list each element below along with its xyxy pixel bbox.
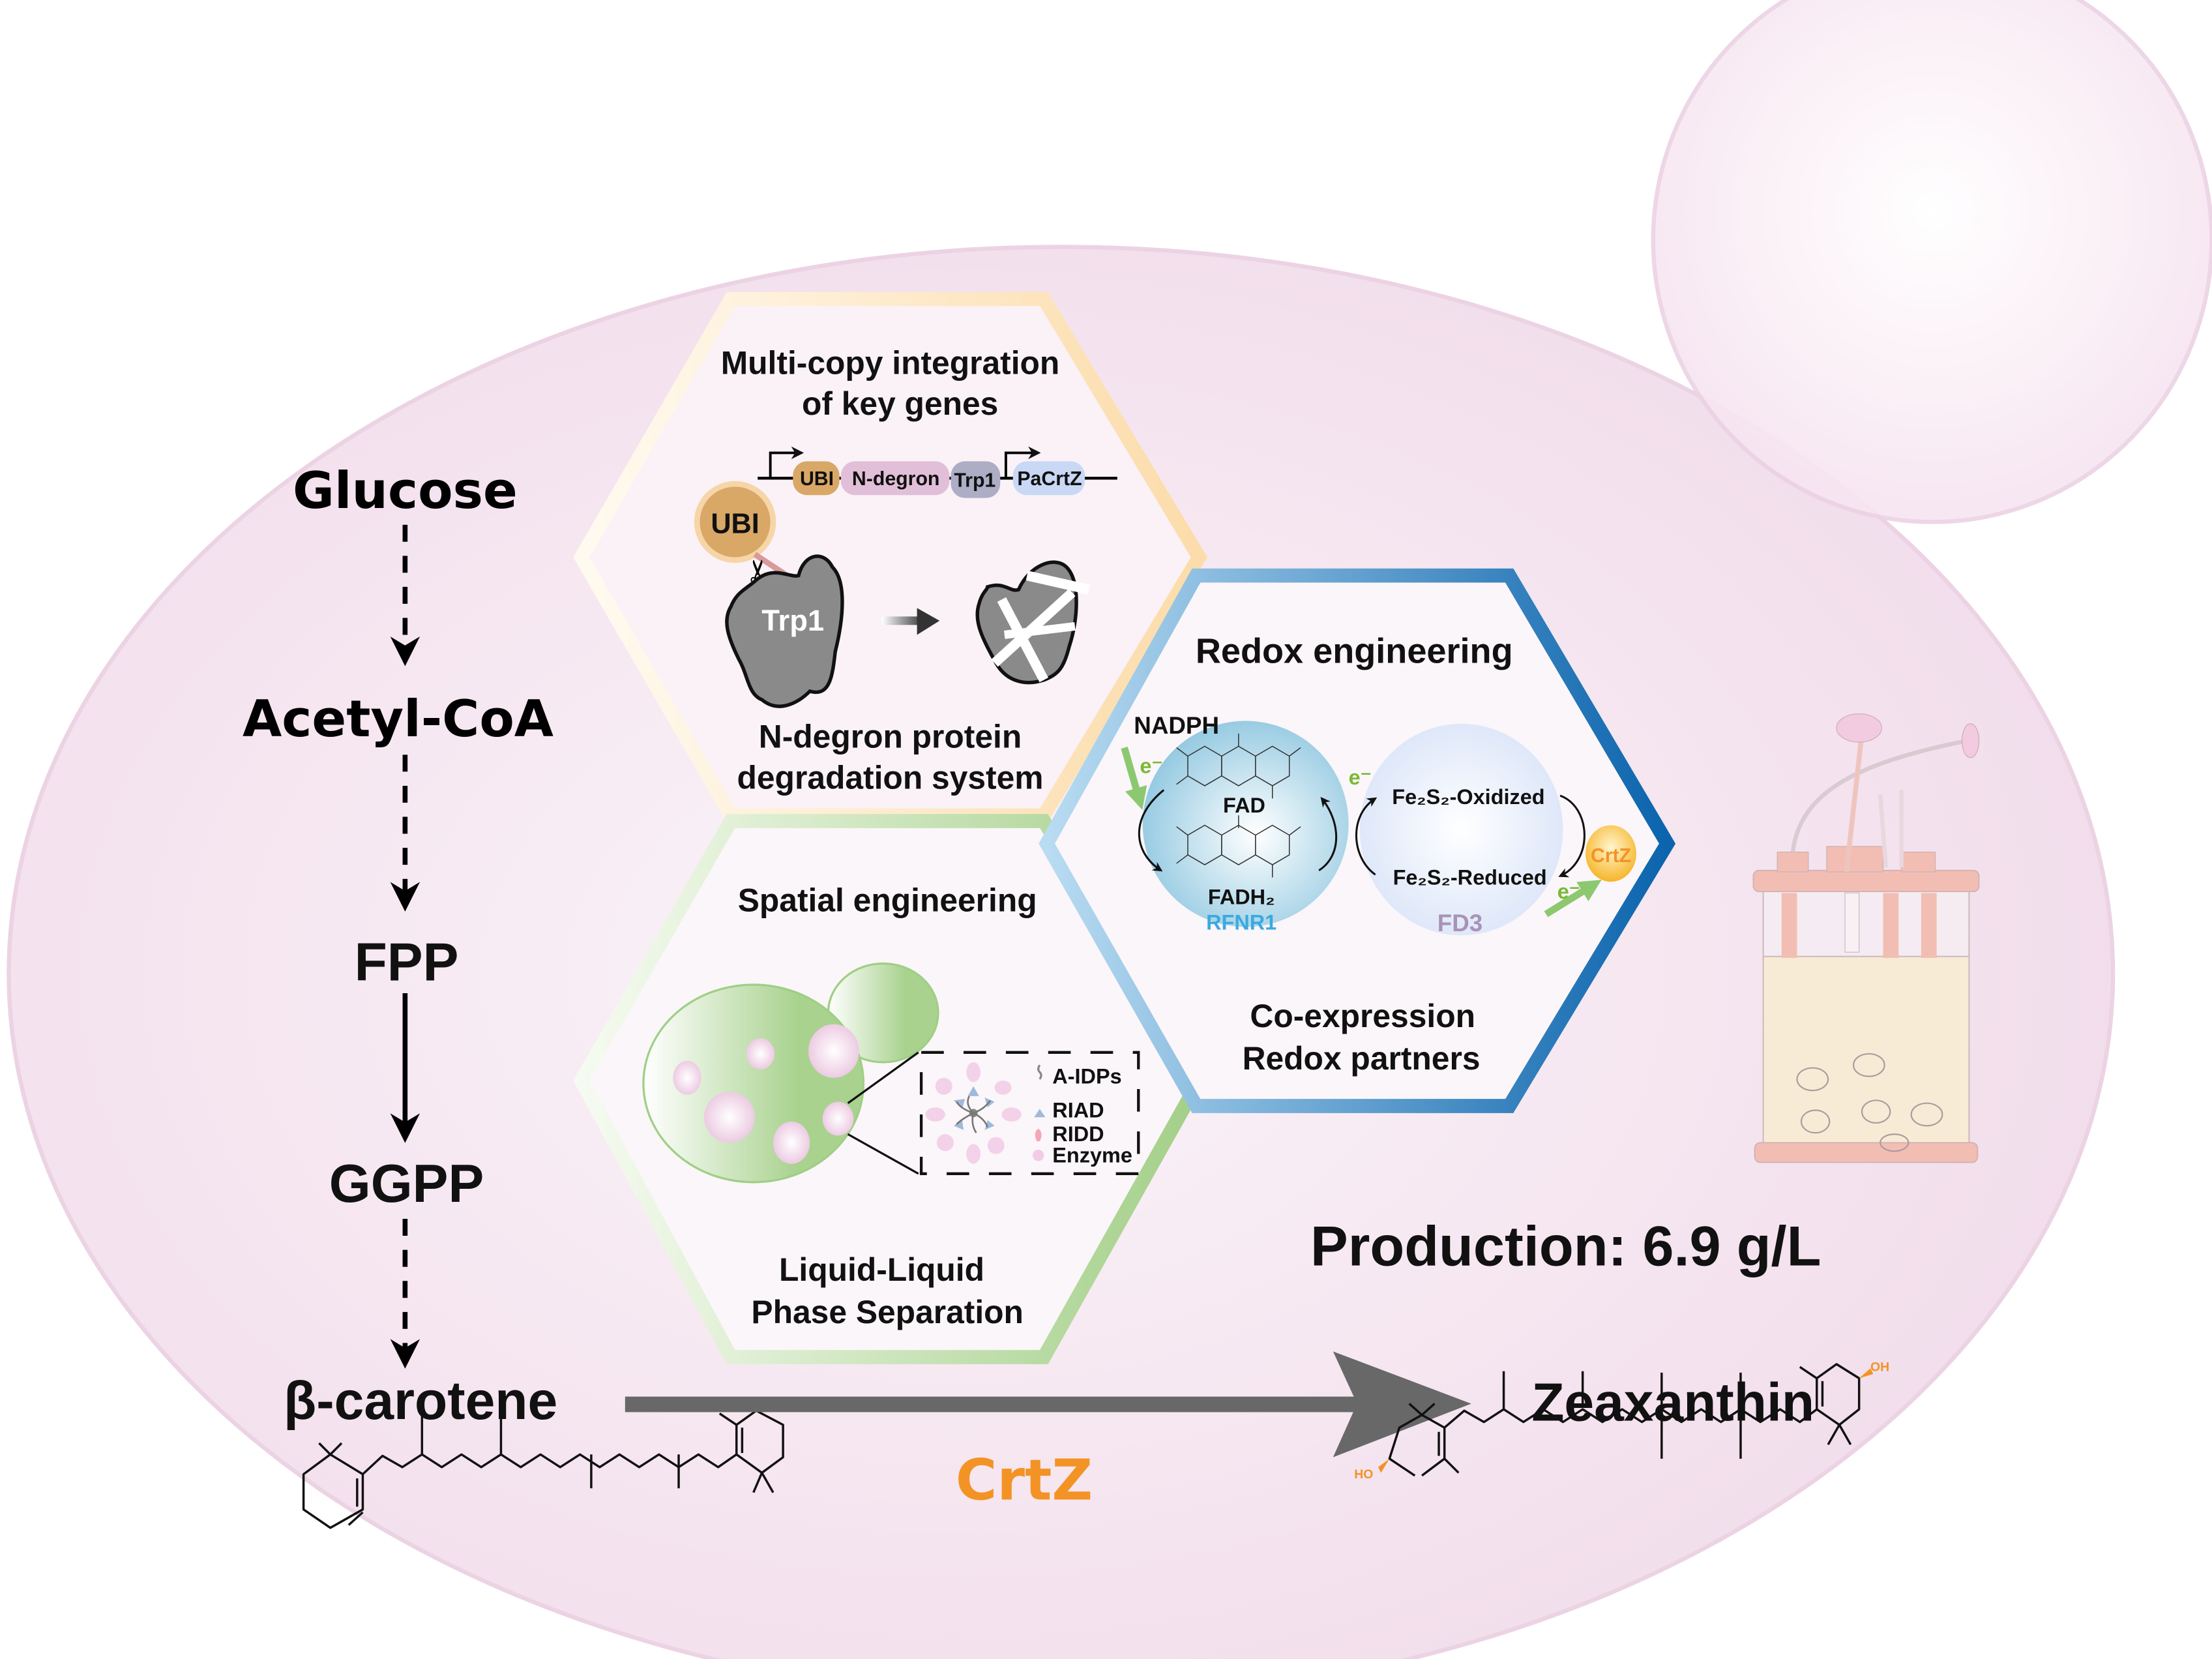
legend-a-idps: A-IDPs: [1052, 1064, 1121, 1088]
construct-part-trp1-label: Trp1: [954, 470, 995, 491]
condensate-droplet: [673, 1060, 701, 1095]
condensate-droplet: [703, 1092, 755, 1143]
module-multicopy: Multi-copy integration of key genes UBI …: [694, 344, 1117, 796]
llps-legend: A-IDPs RIAD RIDD Enzyme: [1033, 1064, 1132, 1167]
fad-structure: [1176, 733, 1301, 799]
fe-oxidized-label: Fe₂S₂-Oxidized: [1392, 785, 1544, 809]
fadh2-label: FADH₂: [1208, 886, 1275, 909]
fd-cycle-arrow-left: [1355, 797, 1378, 876]
zoom-line: [847, 1133, 919, 1175]
construct-part-ubi-label: UBI: [800, 468, 834, 490]
beta-carotene-structure: [302, 1409, 784, 1529]
multicopy-caption-line2: degradation system: [737, 759, 1044, 796]
electron-label-3: e⁻: [1557, 880, 1580, 903]
trp1-protein-label: Trp1: [761, 604, 824, 637]
condensate-droplet: [822, 1101, 854, 1136]
conversion-enzyme-label: CrtZ: [956, 1448, 1093, 1514]
yeast-bud-cell: [1651, 0, 2212, 524]
hexagon-spatial: [573, 814, 1207, 1364]
ho-group-left: HO: [1354, 1467, 1373, 1482]
squiggle-icon: [1037, 1064, 1042, 1080]
fad-cycle-arrow-left: [1138, 789, 1165, 872]
spatial-caption-line2: Phase Separation: [751, 1294, 1024, 1330]
pathway-step-fpp: FPP: [355, 933, 459, 992]
degraded-protein-icon: [975, 560, 1091, 685]
condensate-cluster-icon: [925, 1062, 1022, 1164]
zoom-line: [847, 1051, 919, 1104]
redox-caption-line2: Redox partners: [1243, 1040, 1481, 1077]
condensate-droplet: [746, 1038, 775, 1069]
conversion-arrow: [625, 1351, 1471, 1457]
trp1-protein-icon: [725, 554, 844, 708]
ubi-bubble-label: UBI: [711, 509, 759, 540]
fd3-enzyme: [1359, 723, 1563, 936]
condensate-droplet: [773, 1121, 810, 1164]
construct-part-ndegron: [840, 461, 950, 496]
construct-part-trp1: [951, 461, 1001, 498]
construct-part-ubi: [793, 461, 840, 496]
module-spatial: Spatial engineering: [642, 882, 1140, 1330]
fe-reduced-label: Fe₂S₂-Reduced: [1393, 865, 1547, 889]
pathway-step-ggpp: GGPP: [329, 1154, 484, 1214]
construct-part-ndegron-label: N-degron: [852, 468, 940, 490]
petal-icon: [1035, 1128, 1042, 1142]
nadph-label: NADPH: [1134, 712, 1219, 739]
oh-group-right: OH: [1870, 1360, 1889, 1375]
bioreactor-icon: [1752, 713, 1980, 1163]
triangle-icon: [1034, 1109, 1046, 1118]
legend-enzyme: Enzyme: [1052, 1144, 1132, 1167]
degradation-arrow: [881, 616, 924, 625]
construct-part-pacrtz: [1012, 461, 1085, 496]
fad-label: FAD: [1223, 794, 1265, 817]
electron-arrow-in: [1121, 747, 1147, 811]
electron-arrow-out: [1544, 880, 1602, 918]
electron-label-1: e⁻: [1140, 754, 1162, 777]
gene-construct: UBI N-degron Trp1 PaCrtZ: [758, 446, 1117, 498]
product-label: Zeaxanthin: [1531, 1373, 1814, 1432]
pathway-step-acetyl-coa: Acetyl-CoA: [243, 690, 553, 749]
fd-cycle-arrow-right: [1558, 794, 1585, 878]
production-yield: Production: 6.9 g/L: [1310, 1215, 1821, 1278]
multicopy-caption-line1: N-degron protein: [759, 719, 1022, 755]
redox-caption-line1: Co-expression: [1250, 998, 1475, 1034]
crtz-enzyme: [1585, 825, 1636, 882]
fadh2-structure: [1176, 815, 1301, 878]
pathway-step-beta-carotene: β-carotene: [284, 1371, 557, 1431]
multicopy-title-line1: Multi-copy integration: [721, 344, 1060, 381]
crtz-enzyme-label: CrtZ: [1591, 845, 1631, 867]
rfnr1-label: RFNR1: [1206, 911, 1276, 934]
electron-label-2: e⁻: [1349, 766, 1372, 789]
legend-ridd: RIDD: [1052, 1122, 1104, 1146]
yeast-cell-icon: [642, 983, 865, 1184]
zeaxanthin-structure: OH HO: [1354, 1360, 1889, 1482]
redox-title: Redox engineering: [1196, 632, 1513, 671]
circle-icon: [1033, 1150, 1044, 1161]
module-redox: Redox engineering NADPH e⁻ FAD F: [1121, 632, 1636, 1077]
pathway-step-glucose: Glucose: [293, 462, 518, 520]
rfnr1-enzyme: [1142, 721, 1349, 927]
spatial-title: Spatial engineering: [738, 882, 1037, 918]
spatial-caption-line1: Liquid-Liquid: [779, 1251, 984, 1288]
fad-cycle-arrow-right: [1318, 797, 1338, 872]
legend-riad: RIAD: [1052, 1098, 1104, 1122]
ubi-bubble: [694, 481, 776, 563]
pathway-column: Glucose Acetyl-CoA FPP GGPP β-carotene: [243, 462, 557, 1431]
construct-part-pacrtz-label: PaCrtZ: [1017, 468, 1082, 490]
condensate-droplet: [808, 1024, 859, 1078]
multicopy-title-line2: of key genes: [802, 385, 998, 422]
fd3-label: FD3: [1438, 910, 1482, 936]
